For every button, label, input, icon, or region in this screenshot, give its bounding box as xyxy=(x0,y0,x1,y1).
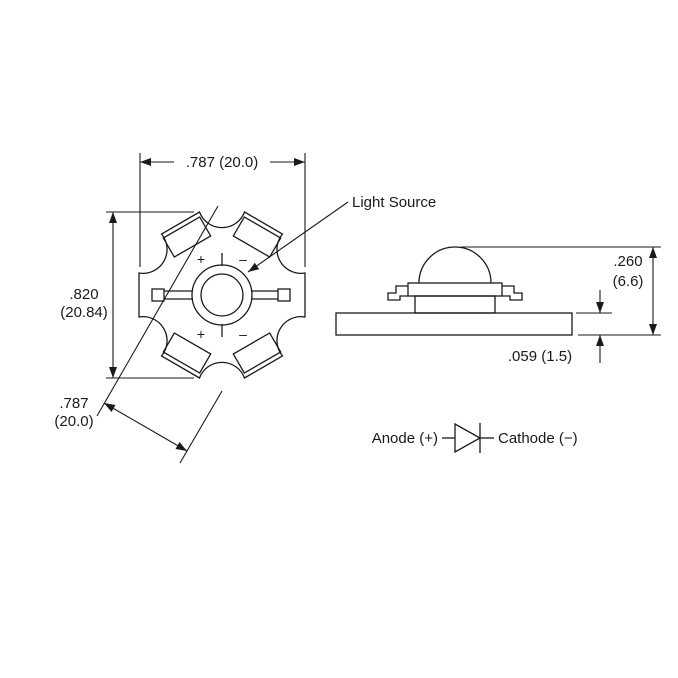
polarity-plus-top: + xyxy=(197,251,205,267)
led-side-view: .260 (6.6) .059 (1.5) xyxy=(335,246,661,365)
lead-tab-left xyxy=(151,288,165,302)
polarity-minus-bottom: – xyxy=(239,326,247,342)
width-dim-label: .787 (20.0) xyxy=(186,154,259,171)
height-dim-label-line1: .820 xyxy=(69,286,98,303)
diag-dim-label-line2: (20.0) xyxy=(54,413,93,430)
lens-dome xyxy=(418,246,492,284)
diag-ext-line-1 xyxy=(96,205,219,417)
height-arrow-bottom xyxy=(109,367,117,378)
star-pcb-outline xyxy=(138,211,306,379)
width-arrow-right xyxy=(294,158,305,166)
side-height-arrow-bottom xyxy=(649,324,657,335)
light-source-leader-line xyxy=(247,201,349,273)
board-thickness-dimension: .059 (1.5) xyxy=(508,290,612,365)
thickness-arrow-upper xyxy=(596,302,604,313)
diode-symbol: Anode (+) Cathode (−) xyxy=(372,422,578,454)
diag-arrow-upper xyxy=(104,403,116,412)
light-source-label: Light Source xyxy=(352,194,436,211)
diag-ext-line-2 xyxy=(179,390,223,464)
light-source-callout: Light Source xyxy=(247,194,436,273)
solder-pad-bottom-left xyxy=(162,332,212,374)
anode-label: Anode (+) xyxy=(372,430,438,447)
polarity-plus-bottom: + xyxy=(197,326,205,342)
lead-tab-right xyxy=(277,288,291,302)
width-dimension: .787 (20.0) xyxy=(139,153,306,267)
thickness-dim-label: .059 (1.5) xyxy=(508,348,572,365)
polarity-minus-top: – xyxy=(239,251,247,267)
thickness-arrow-lower xyxy=(596,335,604,346)
led-lens xyxy=(200,273,244,317)
mcpcb-board xyxy=(335,312,573,336)
side-height-arrow-top xyxy=(649,247,657,258)
side-height-dimension: .260 (6.6) xyxy=(461,246,661,336)
side-height-label-line2: (6.6) xyxy=(613,273,644,290)
cathode-label: Cathode (−) xyxy=(498,430,578,447)
side-height-label-line1: .260 xyxy=(613,253,642,270)
diag-dim-label-line1: .787 xyxy=(59,395,88,412)
package-body xyxy=(414,295,496,314)
height-dim-label-line2: (20.84) xyxy=(60,304,108,321)
diode-triangle xyxy=(454,422,482,454)
package-lead-right xyxy=(502,285,523,301)
diag-dim-line xyxy=(103,402,188,452)
height-dimension: .820 (20.84) xyxy=(60,211,194,379)
diagonal-dimension: .787 (20.0) xyxy=(54,205,223,464)
solder-pad-top-right xyxy=(232,216,282,258)
width-arrow-left xyxy=(140,158,151,166)
package-flange xyxy=(407,282,503,297)
height-arrow-top xyxy=(109,212,117,223)
light-source-arrow xyxy=(248,262,260,272)
diag-arrow-lower xyxy=(175,442,187,451)
package-lead-left xyxy=(387,285,408,301)
star-pcb-top-view: + – + – .787 (20.0) .820 (20.84) xyxy=(54,153,436,464)
solder-pad-top-left xyxy=(162,216,212,258)
solder-pad-bottom-right xyxy=(232,332,282,374)
